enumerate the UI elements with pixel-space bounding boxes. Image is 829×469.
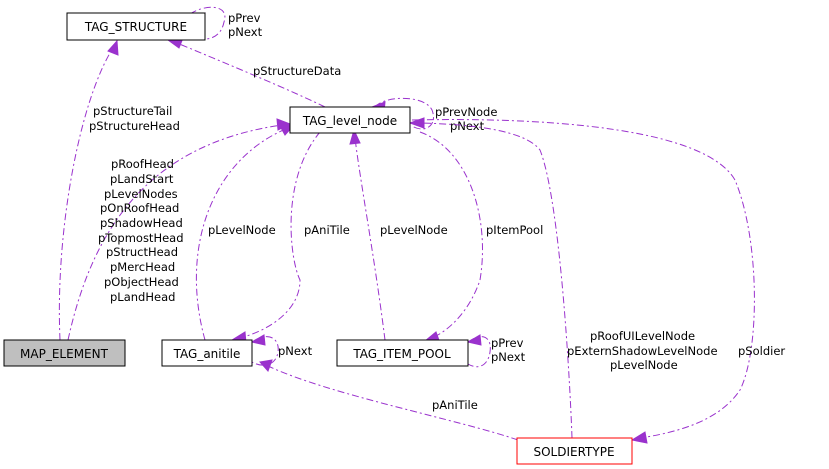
- edge-label-anitile-to-level-node: pLevelNode: [208, 223, 276, 237]
- edge-label-structure-self-0: pPrev: [228, 11, 261, 25]
- edge-label-map-to-level-node-5: pTopmostHead: [98, 231, 184, 245]
- node-tag-item-pool-label: TAG_ITEM_POOL: [352, 347, 451, 361]
- edge-label-level-node-to-anitile: pAniTile: [304, 223, 350, 237]
- edge-level-node-self: [374, 97, 434, 130]
- edge-structure-data: [176, 42, 326, 108]
- edge-label-map-to-structure-1: pStructureHead: [89, 119, 180, 133]
- node-soldiertype[interactable]: SOLDIERTYPE: [516, 437, 633, 465]
- edge-label-map-to-level-node-3: pOnRoofHead: [100, 201, 179, 215]
- edge-anitile-to-level-node: [195, 127, 289, 341]
- edge-soldier-to-level-node-arrow: [408, 117, 425, 129]
- edge-map-to-structure-arrow: [107, 39, 119, 56]
- edge-item-pool-to-level-node-arrow: [349, 128, 361, 145]
- node-tag-level-node-label: TAG_level_node: [302, 114, 397, 128]
- node-soldiertype-label: SOLDIERTYPE: [533, 445, 614, 459]
- edge-label-map-to-structure-0: pStructureTail: [93, 104, 172, 118]
- edge-label-soldier-to-anitile: pAniTile: [432, 398, 478, 412]
- node-tag-structure[interactable]: TAG_STRUCTURE: [66, 12, 206, 41]
- edge-label-soldier-to-level-node-1: pExternShadowLevelNode: [567, 344, 718, 358]
- edge-soldier-to-anitile-arrow: [259, 359, 273, 372]
- edge-label-level-node-to-item-pool: pItemPool: [486, 223, 543, 237]
- edge-label-map-to-level-node-1: pLandStart: [110, 172, 174, 186]
- node-tag-anitile-label: TAG_anitile: [173, 347, 241, 361]
- edge-label-item-pool-self-1: pNext: [491, 350, 526, 364]
- edge-anitile-self-arrow: [250, 334, 266, 346]
- edge-soldier-to-anitile: [267, 365, 519, 441]
- edge-map-to-structure: [58, 47, 114, 341]
- edge-level-node-to-anitile: [239, 131, 321, 339]
- edge-label-level-node-self-1: pNext: [450, 119, 485, 133]
- edge-label-map-to-level-node-2: pLevelNodes: [104, 187, 178, 201]
- node-tag-anitile[interactable]: TAG_anitile: [161, 339, 253, 367]
- edge-label-map-to-level-node-8: pObjectHead: [104, 275, 179, 289]
- edge-soldier-to-level-node: [417, 122, 573, 439]
- edge-level-node-to-item-pool: [419, 131, 483, 339]
- edge-label-structure-data: pStructureData: [253, 64, 341, 78]
- edge-label-soldier-to-level-node-0: pRoofUILevelNode: [590, 329, 695, 343]
- edge-label-level-node-to-soldier: pSoldier: [738, 344, 785, 358]
- edge-anitile-self: [251, 336, 279, 366]
- edge-label-map-to-level-node-4: pShadowHead: [100, 216, 183, 230]
- edge-label-level-node-self-0: pPrevNode: [435, 105, 497, 119]
- node-map-element[interactable]: MAP_ELEMENT: [3, 339, 126, 367]
- node-tag-structure-label: TAG_STRUCTURE: [84, 20, 187, 34]
- edge-item-pool-self: [467, 336, 491, 368]
- node-tag-level-node[interactable]: TAG_level_node: [289, 106, 411, 134]
- edge-label-map-to-level-node-0: pRoofHead: [111, 157, 174, 171]
- edge-label-map-to-level-node-6: pStructHead: [106, 245, 178, 259]
- edge-item-pool-to-level-node: [354, 137, 386, 341]
- edge-label-item-pool-self-0: pPrev: [491, 336, 524, 350]
- edge-item-pool-self-arrow: [466, 334, 482, 346]
- edge-map-to-level-node: [67, 124, 283, 341]
- edge-label-map-to-level-node-9: pLandHead: [110, 290, 175, 304]
- edge-label-map-to-level-node-7: pMercHead: [110, 260, 175, 274]
- node-tag-item-pool[interactable]: TAG_ITEM_POOL: [336, 339, 469, 367]
- edge-level-node-to-soldier: [411, 119, 755, 439]
- node-map-element-label: MAP_ELEMENT: [20, 347, 109, 361]
- edge-level-node-to-soldier-arrow: [630, 431, 648, 444]
- edge-label-soldier-to-level-node-2: pLevelNode: [610, 358, 678, 372]
- edge-label-anitile-self: pNext: [278, 344, 313, 358]
- edge-label-item-pool-to-level-node: pLevelNode: [380, 223, 448, 237]
- edge-label-structure-self-1: pNext: [228, 25, 263, 39]
